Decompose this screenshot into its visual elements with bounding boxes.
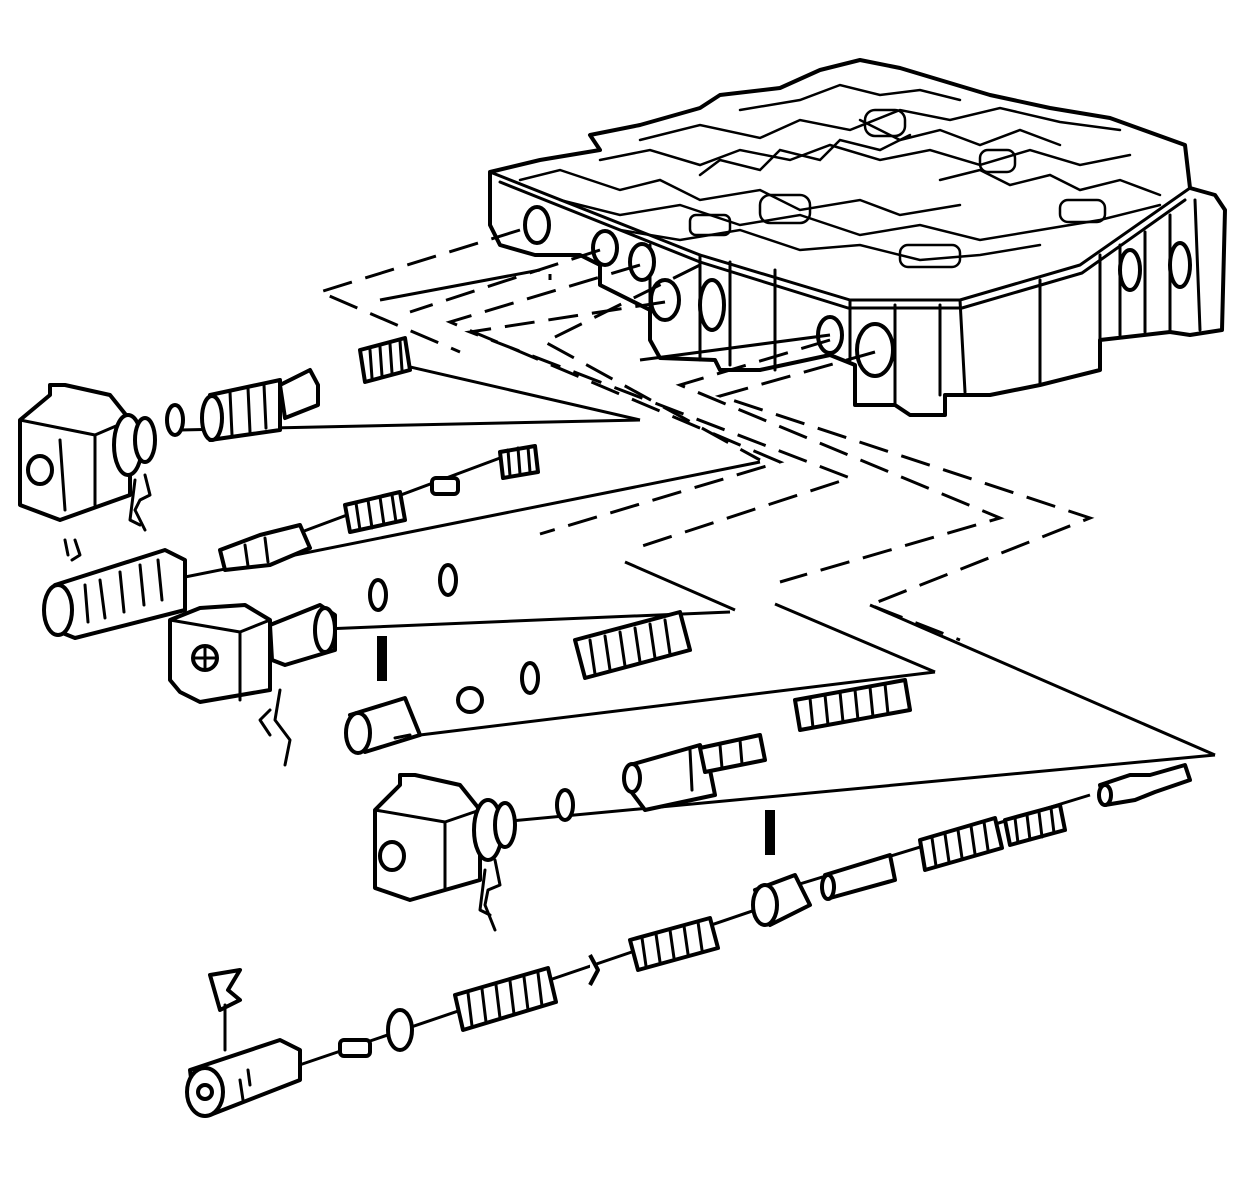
valve-spool-1 — [200, 368, 320, 442]
check-ball — [456, 686, 484, 714]
plug-2 — [338, 1038, 372, 1058]
retainer-clip-upper — [63, 473, 152, 562]
spring-8 — [628, 916, 720, 972]
plug-1 — [430, 476, 460, 496]
spring-6 — [1003, 803, 1067, 847]
snap-ring-5 — [555, 788, 575, 822]
spring-4 — [573, 610, 692, 680]
valve-body — [488, 58, 1227, 417]
spring-3 — [343, 490, 407, 534]
valve-spool-3 — [622, 733, 767, 812]
pin-upper — [377, 636, 387, 681]
snap-ring-2 — [368, 578, 388, 612]
snap-ring-4 — [520, 661, 540, 695]
valve-plug — [751, 873, 812, 927]
snap-ring-3 — [438, 563, 458, 597]
solenoid-lower — [373, 773, 517, 902]
solenoid-upper — [18, 383, 157, 522]
spring-7 — [918, 816, 1004, 872]
tool-indicator-marker — [208, 968, 242, 1052]
valve-spool-2 — [218, 523, 312, 572]
snap-ring-6 — [588, 954, 600, 986]
retainer-clip-lower — [478, 858, 502, 932]
retainer-clip-middle — [258, 688, 292, 767]
solenoid-middle — [168, 603, 337, 704]
sleeve-valve — [42, 548, 187, 640]
spring-5 — [793, 678, 912, 732]
snap-ring-1 — [165, 403, 185, 437]
check-valve-sleeve — [344, 696, 422, 755]
pin-lower — [765, 810, 775, 855]
valve-spool-4 — [1097, 763, 1192, 807]
valve-spool-5 — [820, 853, 897, 901]
bore-plug — [185, 1038, 302, 1118]
spring-9 — [453, 966, 558, 1032]
spring-2 — [498, 444, 540, 480]
spring-1 — [358, 336, 412, 384]
snap-ring-7 — [386, 1008, 414, 1052]
